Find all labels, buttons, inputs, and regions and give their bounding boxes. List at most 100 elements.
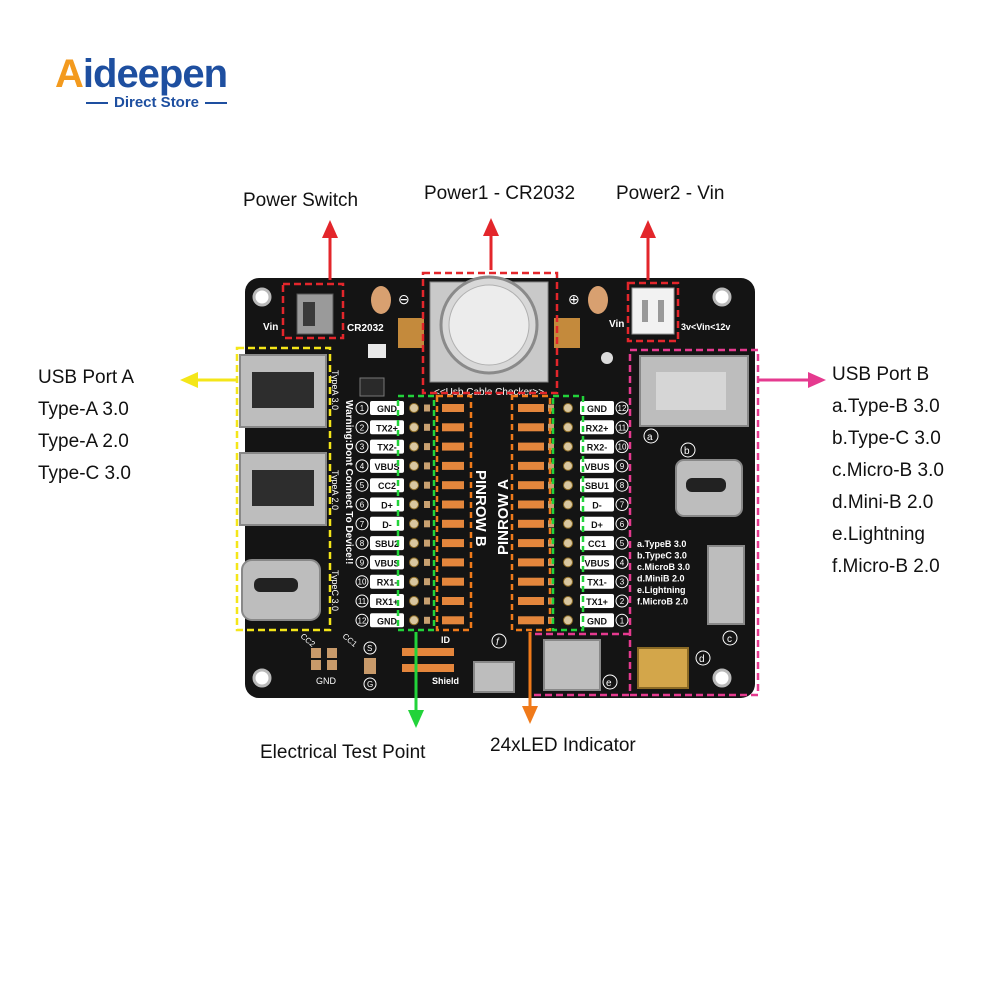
- led: [442, 500, 464, 509]
- test-point[interactable]: [563, 499, 573, 510]
- test-point[interactable]: [409, 499, 419, 510]
- pin-number-ring: [355, 594, 369, 608]
- cc1-pad: [327, 660, 337, 670]
- pin-label-box: [370, 574, 404, 589]
- smd-component: [368, 344, 386, 358]
- resistor: [424, 404, 430, 412]
- test-point[interactable]: [563, 615, 573, 626]
- resistor: [424, 616, 430, 624]
- resistor: [424, 481, 430, 489]
- usb-port-a-arrow: [180, 372, 236, 388]
- pin-label-box: [580, 420, 614, 435]
- pin-label: GND: [587, 404, 608, 414]
- pin-number-ring: [355, 401, 369, 415]
- pin-label-box: [370, 497, 404, 512]
- led: [442, 423, 464, 432]
- test-point[interactable]: [409, 596, 419, 606]
- led-highlight-right: [510, 394, 552, 632]
- pin-number: 7: [620, 501, 625, 510]
- test-point[interactable]: [563, 441, 573, 452]
- test-point[interactable]: [409, 403, 419, 413]
- resistor: [424, 520, 430, 528]
- led: [518, 597, 544, 605]
- id-led: [402, 648, 454, 656]
- test-point[interactable]: [563, 538, 573, 549]
- smd-led: [601, 352, 613, 364]
- test-point[interactable]: [563, 596, 573, 606]
- power-switch-knob[interactable]: [303, 302, 315, 326]
- led: [442, 461, 464, 470]
- pin-label: GND: [377, 404, 398, 414]
- led: [518, 539, 544, 548]
- test-point[interactable]: [563, 403, 573, 413]
- gnd-label: GND: [316, 676, 337, 686]
- test-point[interactable]: [409, 538, 419, 549]
- power1-label: Power1 - CR2032: [424, 183, 576, 204]
- resistor: [424, 597, 430, 605]
- pin-label: D+: [591, 520, 603, 530]
- port-b-legend-item: a.TypeB 3.0: [637, 539, 686, 549]
- test-point[interactable]: [409, 518, 419, 529]
- mounting-holes: [252, 287, 732, 688]
- usb-port-a-connectors: [239, 354, 327, 621]
- pin-label-box: [580, 497, 614, 512]
- test-point[interactable]: [563, 460, 573, 471]
- test-point-arrow: [408, 632, 424, 728]
- battery-pad-left: [371, 286, 391, 314]
- electrical-test-point-label: Electrical Test Point: [260, 742, 426, 763]
- mounting-hole: [712, 287, 732, 307]
- battery-clip-left: [398, 318, 424, 348]
- warning-text: Warning:Dont Connect To Device!!: [343, 400, 354, 564]
- test-point[interactable]: [409, 557, 419, 568]
- test-point[interactable]: [409, 422, 419, 433]
- test-point[interactable]: [409, 615, 419, 626]
- plus-sign: ⊕: [568, 291, 580, 307]
- pin-label-box: [370, 555, 404, 570]
- test-point[interactable]: [563, 557, 573, 568]
- usb-port-b-title: USB Port B: [832, 364, 930, 385]
- pin-number: 4: [620, 558, 625, 567]
- pin-number: 4: [360, 462, 365, 471]
- led: [518, 616, 544, 625]
- pin-label-box: [370, 401, 404, 415]
- port-b-legend: a.TypeB 3.0b.TypeC 3.0c.MicroB 3.0d.Mini…: [637, 539, 690, 607]
- pin-number-ring: [615, 440, 629, 454]
- test-point[interactable]: [409, 576, 419, 587]
- pin-number: 8: [360, 539, 365, 548]
- pin-label: RX1+: [376, 597, 399, 607]
- cr2032-board-label: CR2032: [347, 323, 384, 334]
- led-indicators: [442, 404, 544, 625]
- test-point[interactable]: [563, 518, 573, 529]
- pin-label: D+: [381, 501, 393, 511]
- pin-label-box: [370, 613, 404, 628]
- usb-port-b-item-3: c.Micro-B 3.0: [832, 460, 944, 481]
- pin-label: GND: [587, 616, 608, 626]
- resistor: [424, 443, 430, 451]
- test-point[interactable]: [409, 460, 419, 471]
- test-point[interactable]: [563, 422, 573, 433]
- pin-number-ring: [615, 575, 629, 589]
- pin-number: 12: [618, 404, 627, 413]
- pin-label-box: [580, 478, 614, 493]
- test-point[interactable]: [563, 576, 573, 587]
- port-letter-e: e: [606, 678, 612, 689]
- port-b-legend-item: e.Lightning: [637, 585, 686, 595]
- test-point[interactable]: [563, 480, 573, 491]
- brand-initial: A: [55, 52, 84, 96]
- power1-highlight: [421, 271, 559, 395]
- minus-sign: ⊖: [398, 291, 410, 307]
- test-point[interactable]: [409, 441, 419, 452]
- pin-label-box: [580, 536, 614, 551]
- pin-number: 12: [358, 616, 367, 625]
- pin-label: RX2+: [586, 423, 609, 433]
- pin-number: 2: [620, 597, 625, 606]
- test-point[interactable]: [409, 480, 419, 491]
- g-mark-ring: [363, 677, 377, 691]
- pin-label: SBU2: [375, 539, 399, 549]
- usb-port-b-highlight-ext: [528, 632, 630, 697]
- pin-label: VBUS: [374, 462, 399, 472]
- pin-number: 7: [360, 520, 365, 529]
- cc1-pad: [327, 648, 337, 658]
- vin-connector-pin: [642, 300, 648, 322]
